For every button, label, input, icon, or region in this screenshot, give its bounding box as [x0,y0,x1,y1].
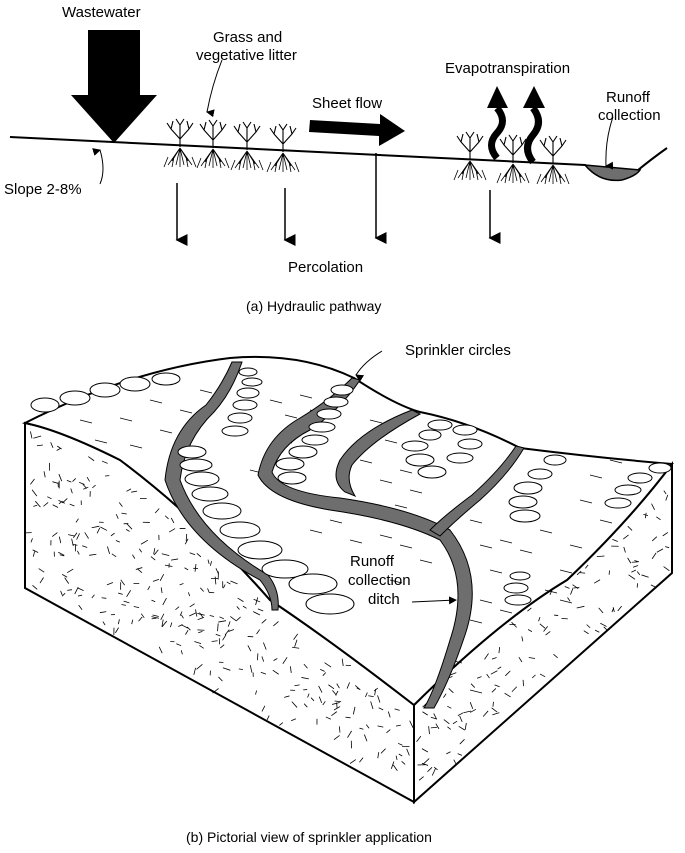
panel-b-block-diagram [21,350,674,805]
sprinkler-circle [237,540,283,560]
sprinkler-leader [355,350,383,383]
grass-plant [163,118,197,168]
grass-plant [453,131,487,181]
sprinkler-circle [543,454,567,466]
grass-plant [266,123,300,173]
sprinkler-circle [232,399,258,411]
label-runoff-line2: collection [598,107,661,124]
ditch-leader [411,596,457,605]
sprinkler-circle [288,573,338,595]
sprinkler-circle [301,434,329,446]
sprinkler-circle [221,425,249,437]
caption-panel-b: (b) Pictorial view of sprinkler applicat… [186,829,432,845]
panel-a-hydraulic-pathway [9,30,668,246]
percolation-arrows [175,153,501,246]
sprinkler-circle [509,571,531,581]
sprinkler-circles [30,367,672,615]
sprinkler-circle [427,419,453,431]
sprinkler-circle [202,502,242,520]
sprinkler-circle [261,559,309,579]
runoff-pool [583,164,642,182]
grass-leader [206,59,223,118]
sprinkler-circle [177,445,207,459]
sprinkler-circle [191,486,229,502]
sprinkler-circle [308,421,336,433]
sprinkler-circle [89,382,121,398]
sprinkler-circle [527,468,553,480]
sprinkler-circle [509,509,541,523]
label-ditch-line3: ditch [368,591,400,608]
sprinkler-circle [446,452,474,464]
sprinkler-circle [179,458,213,472]
sprinkler-circle [405,453,435,467]
sprinkler-circle [288,445,318,459]
sprinkler-circle [227,412,253,424]
grass-plant [196,119,230,169]
caption-panel-a: (a) Hydraulic pathway [246,298,382,314]
sprinkler-circle [275,457,305,471]
label-sheet-flow: Sheet flow [312,95,383,112]
sprinkler-circle [236,387,260,399]
label-ditch-line2: collection [348,572,411,589]
label-slope: Slope 2-8% [4,181,82,198]
sprinkler-circle [418,429,442,441]
grass-plant [496,134,530,184]
sprinkler-circle [417,465,447,479]
sprinkler-circle [119,376,151,392]
sprinkler-circle [30,397,60,413]
label-wastewater: Wastewater [62,4,141,21]
sprinkler-circle [316,408,342,420]
ground-surface-line [9,136,668,178]
slope-leader [92,148,104,185]
grass-plants-left [163,118,300,173]
label-grass-line2: vegetative litter [196,47,297,64]
grass-plant [230,121,264,171]
sprinkler-circle [457,438,483,450]
sheet-flow-arrow [309,114,405,146]
sprinkler-circle [305,593,355,615]
sprinkler-circle [614,484,642,496]
sprinkler-circle [323,396,349,408]
sprinkler-circle [503,582,529,594]
sprinkler-circle [59,390,91,406]
sprinkler-circle [184,471,220,487]
wastewater-arrow [71,30,157,143]
label-grass-line1: Grass and [213,29,283,46]
sprinkler-circle [241,377,263,387]
soil-texture [24,431,670,781]
sprinkler-circle [277,471,307,485]
label-evapotranspiration: Evapotranspiration [445,60,571,77]
sprinkler-circle [508,495,538,509]
sprinkler-circle [151,372,181,386]
evapotranspiration-arrows [487,86,545,165]
label-ditch-line1: Runoff [350,553,394,570]
label-sprinkler-circles: Sprinkler circles [405,342,511,359]
sprinkler-circle [238,367,258,377]
sprinkler-circle [627,472,653,484]
sprinkler-circle [401,440,429,452]
grass-plants-right [453,131,570,185]
sprinkler-circle [452,424,478,436]
runoff-leader [605,116,614,170]
sprinkler-circle [604,497,632,509]
label-runoff-line1: Runoff [606,89,650,106]
sprinkler-circle [648,462,672,474]
sprinkler-circle [513,481,543,495]
sprinkler-circle [504,594,532,606]
grass-plant [536,135,570,185]
runoff-collection-ditches [164,361,525,709]
label-percolation: Percolation [288,259,364,276]
sprinkler-circle [330,384,354,396]
sprinkler-circle [219,521,261,539]
